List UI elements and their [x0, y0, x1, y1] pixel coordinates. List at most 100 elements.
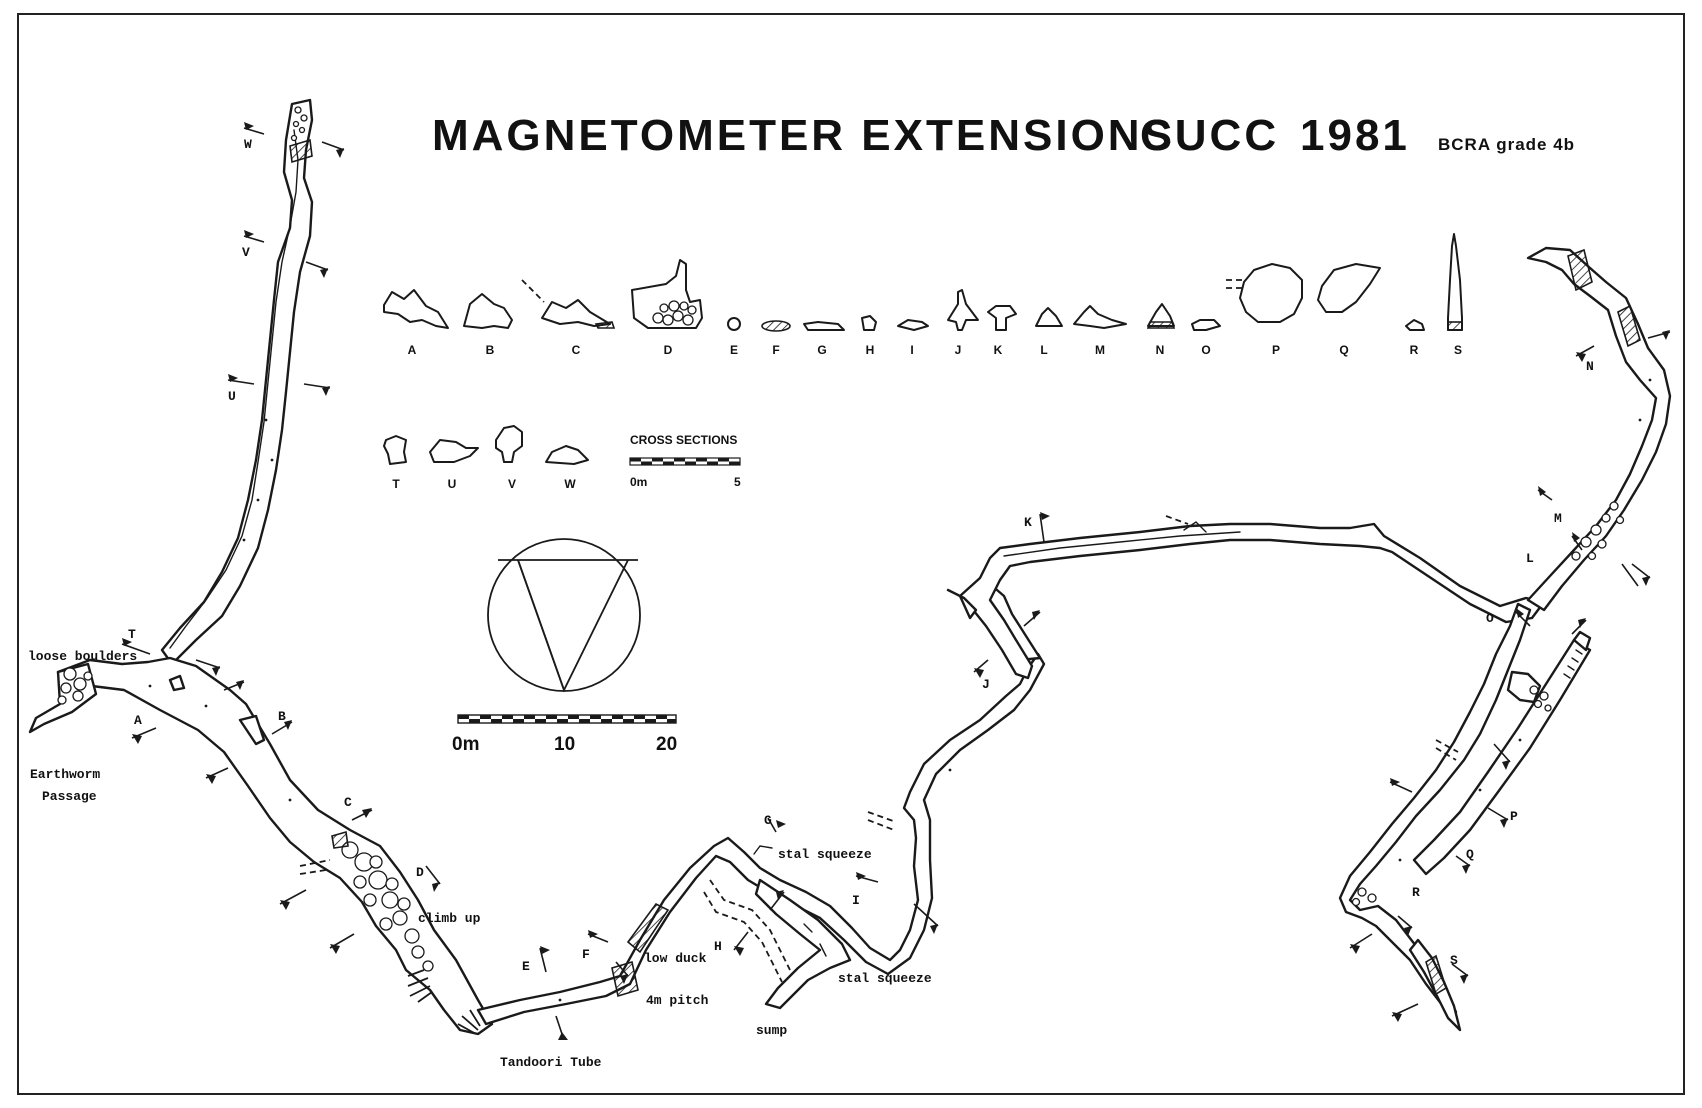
- boulders-link: [1529, 685, 1552, 712]
- station-T: T: [128, 627, 136, 642]
- west-leg-boulders: [290, 106, 308, 142]
- note-sump: sump: [756, 1023, 787, 1038]
- grade-label: BCRA grade 4b: [1438, 135, 1575, 154]
- passage-southwest: [28, 656, 494, 1036]
- station-W: W: [244, 137, 252, 152]
- xs-shape-D: [631, 259, 703, 329]
- note-low-duck: low duck: [644, 951, 707, 966]
- xs-shape-R: [1405, 319, 1425, 331]
- xs-shape-E: [727, 317, 741, 331]
- station-D: D: [416, 865, 424, 880]
- plan-scale-end: 20: [656, 734, 677, 755]
- xs-label-Q: Q: [1339, 343, 1348, 357]
- passage-north: [867, 515, 1546, 831]
- xs-shape-T: [383, 435, 407, 465]
- xs-label-D: D: [664, 343, 673, 357]
- pq-rungs: [1563, 649, 1583, 679]
- note-stal-squeeze-upper: stal squeeze: [778, 847, 872, 862]
- station-C: C: [344, 795, 352, 810]
- xs-label-O: O: [1201, 343, 1210, 357]
- note-4m-pitch: 4m pitch: [646, 993, 709, 1008]
- boulders-ml: [1571, 501, 1625, 561]
- xs-shape-P: [1239, 263, 1303, 323]
- xs-shape-A: [383, 289, 449, 329]
- xs-shape-J: [947, 289, 979, 331]
- cross-section-labels-row2: T U V W: [392, 477, 576, 491]
- xs-shape-I: [897, 319, 929, 331]
- station-K: K: [1024, 515, 1032, 530]
- xs-label-K: K: [994, 343, 1003, 357]
- xs-shape-G: [803, 321, 845, 331]
- station-P: P: [1510, 809, 1518, 824]
- station-J: J: [982, 677, 990, 692]
- station-F: F: [582, 947, 590, 962]
- xs-shape-F: [761, 320, 791, 332]
- station-O: O: [1486, 611, 1494, 626]
- xs-label-I: I: [910, 343, 913, 357]
- xs-label-R: R: [1410, 343, 1419, 357]
- station-N: N: [1586, 359, 1594, 374]
- station-Q: Q: [1466, 847, 1474, 862]
- cross-section-shapes-row1: [383, 233, 1463, 332]
- xs-shape-P-dash: [1226, 279, 1242, 289]
- note-stal-squeeze-lower: stal squeeze: [838, 971, 932, 986]
- station-G: G: [764, 813, 772, 828]
- xs-shape-K: [987, 305, 1017, 331]
- xs-shape-W: [545, 445, 589, 465]
- xs-shape-O: [1191, 319, 1221, 331]
- xs-shape-B: [463, 293, 513, 329]
- cross-section-heading: CROSS SECTIONS: [630, 433, 737, 447]
- station-M: M: [1554, 511, 1562, 526]
- grade-symbol: [487, 538, 641, 693]
- xs-shape-N-fill: [1146, 321, 1176, 329]
- station-R: R: [1412, 885, 1420, 900]
- station-A: A: [134, 713, 142, 728]
- xs-label-S: S: [1454, 343, 1462, 357]
- title-name: MAGNETOMETER EXTENSIONS: [432, 111, 1175, 160]
- station-U: U: [228, 389, 236, 404]
- xs-label-G: G: [817, 343, 826, 357]
- note-earthworm-line1: Earthworm: [30, 767, 100, 782]
- title-year: 1981: [1300, 111, 1410, 160]
- section-flags: [121, 122, 1671, 1040]
- passage-south: [476, 652, 1046, 1026]
- cross-section-labels-row1: A B C D E F G H I J K L M N O P Q R S: [408, 343, 1462, 357]
- climb-up-boulders: [341, 841, 434, 972]
- xs-label-P: P: [1272, 343, 1280, 357]
- map-border: [17, 13, 1685, 1095]
- station-I: I: [852, 893, 860, 908]
- xs-shape-C-dash: [521, 279, 545, 303]
- station-letters: W V U T A B C D E F G H I J K L M N O P …: [128, 137, 1594, 974]
- xs-label-N: N: [1156, 343, 1165, 357]
- station-S: S: [1450, 953, 1458, 968]
- xs-shape-V: [495, 425, 523, 463]
- xs-label-T: T: [392, 477, 400, 491]
- station-V: V: [242, 245, 250, 260]
- xs-label-J: J: [955, 343, 962, 357]
- xs-label-U: U: [448, 477, 457, 491]
- station-E: E: [522, 959, 530, 974]
- cross-section-shapes-row2: [383, 425, 589, 465]
- xs-label-E: E: [730, 343, 738, 357]
- boulders-r: [1351, 887, 1377, 907]
- xs-shape-L: [1035, 307, 1063, 327]
- xs-label-F: F: [772, 343, 779, 357]
- note-climb-up: climb up: [418, 911, 481, 926]
- xs-shape-U: [429, 439, 479, 463]
- cross-section-scale-end: 5: [734, 475, 741, 489]
- xs-label-C: C: [572, 343, 581, 357]
- xs-shape-M: [1073, 305, 1127, 329]
- xs-label-H: H: [866, 343, 875, 357]
- plan-scale-mid: 10: [554, 734, 575, 755]
- xs-shape-C: [541, 299, 611, 327]
- xs-shape-S-fill: [1447, 321, 1463, 331]
- station-L: L: [1526, 551, 1534, 566]
- note-tandoori-tube: Tandoori Tube: [500, 1055, 602, 1070]
- loose-boulders-pile: [57, 667, 93, 705]
- xs-label-M: M: [1095, 343, 1105, 357]
- xs-shape-C-fill: [594, 321, 616, 329]
- xs-shape-H: [861, 315, 877, 331]
- plan-scale-bar: 0m 10 20: [452, 714, 677, 755]
- sediment-dots: [148, 378, 1652, 1002]
